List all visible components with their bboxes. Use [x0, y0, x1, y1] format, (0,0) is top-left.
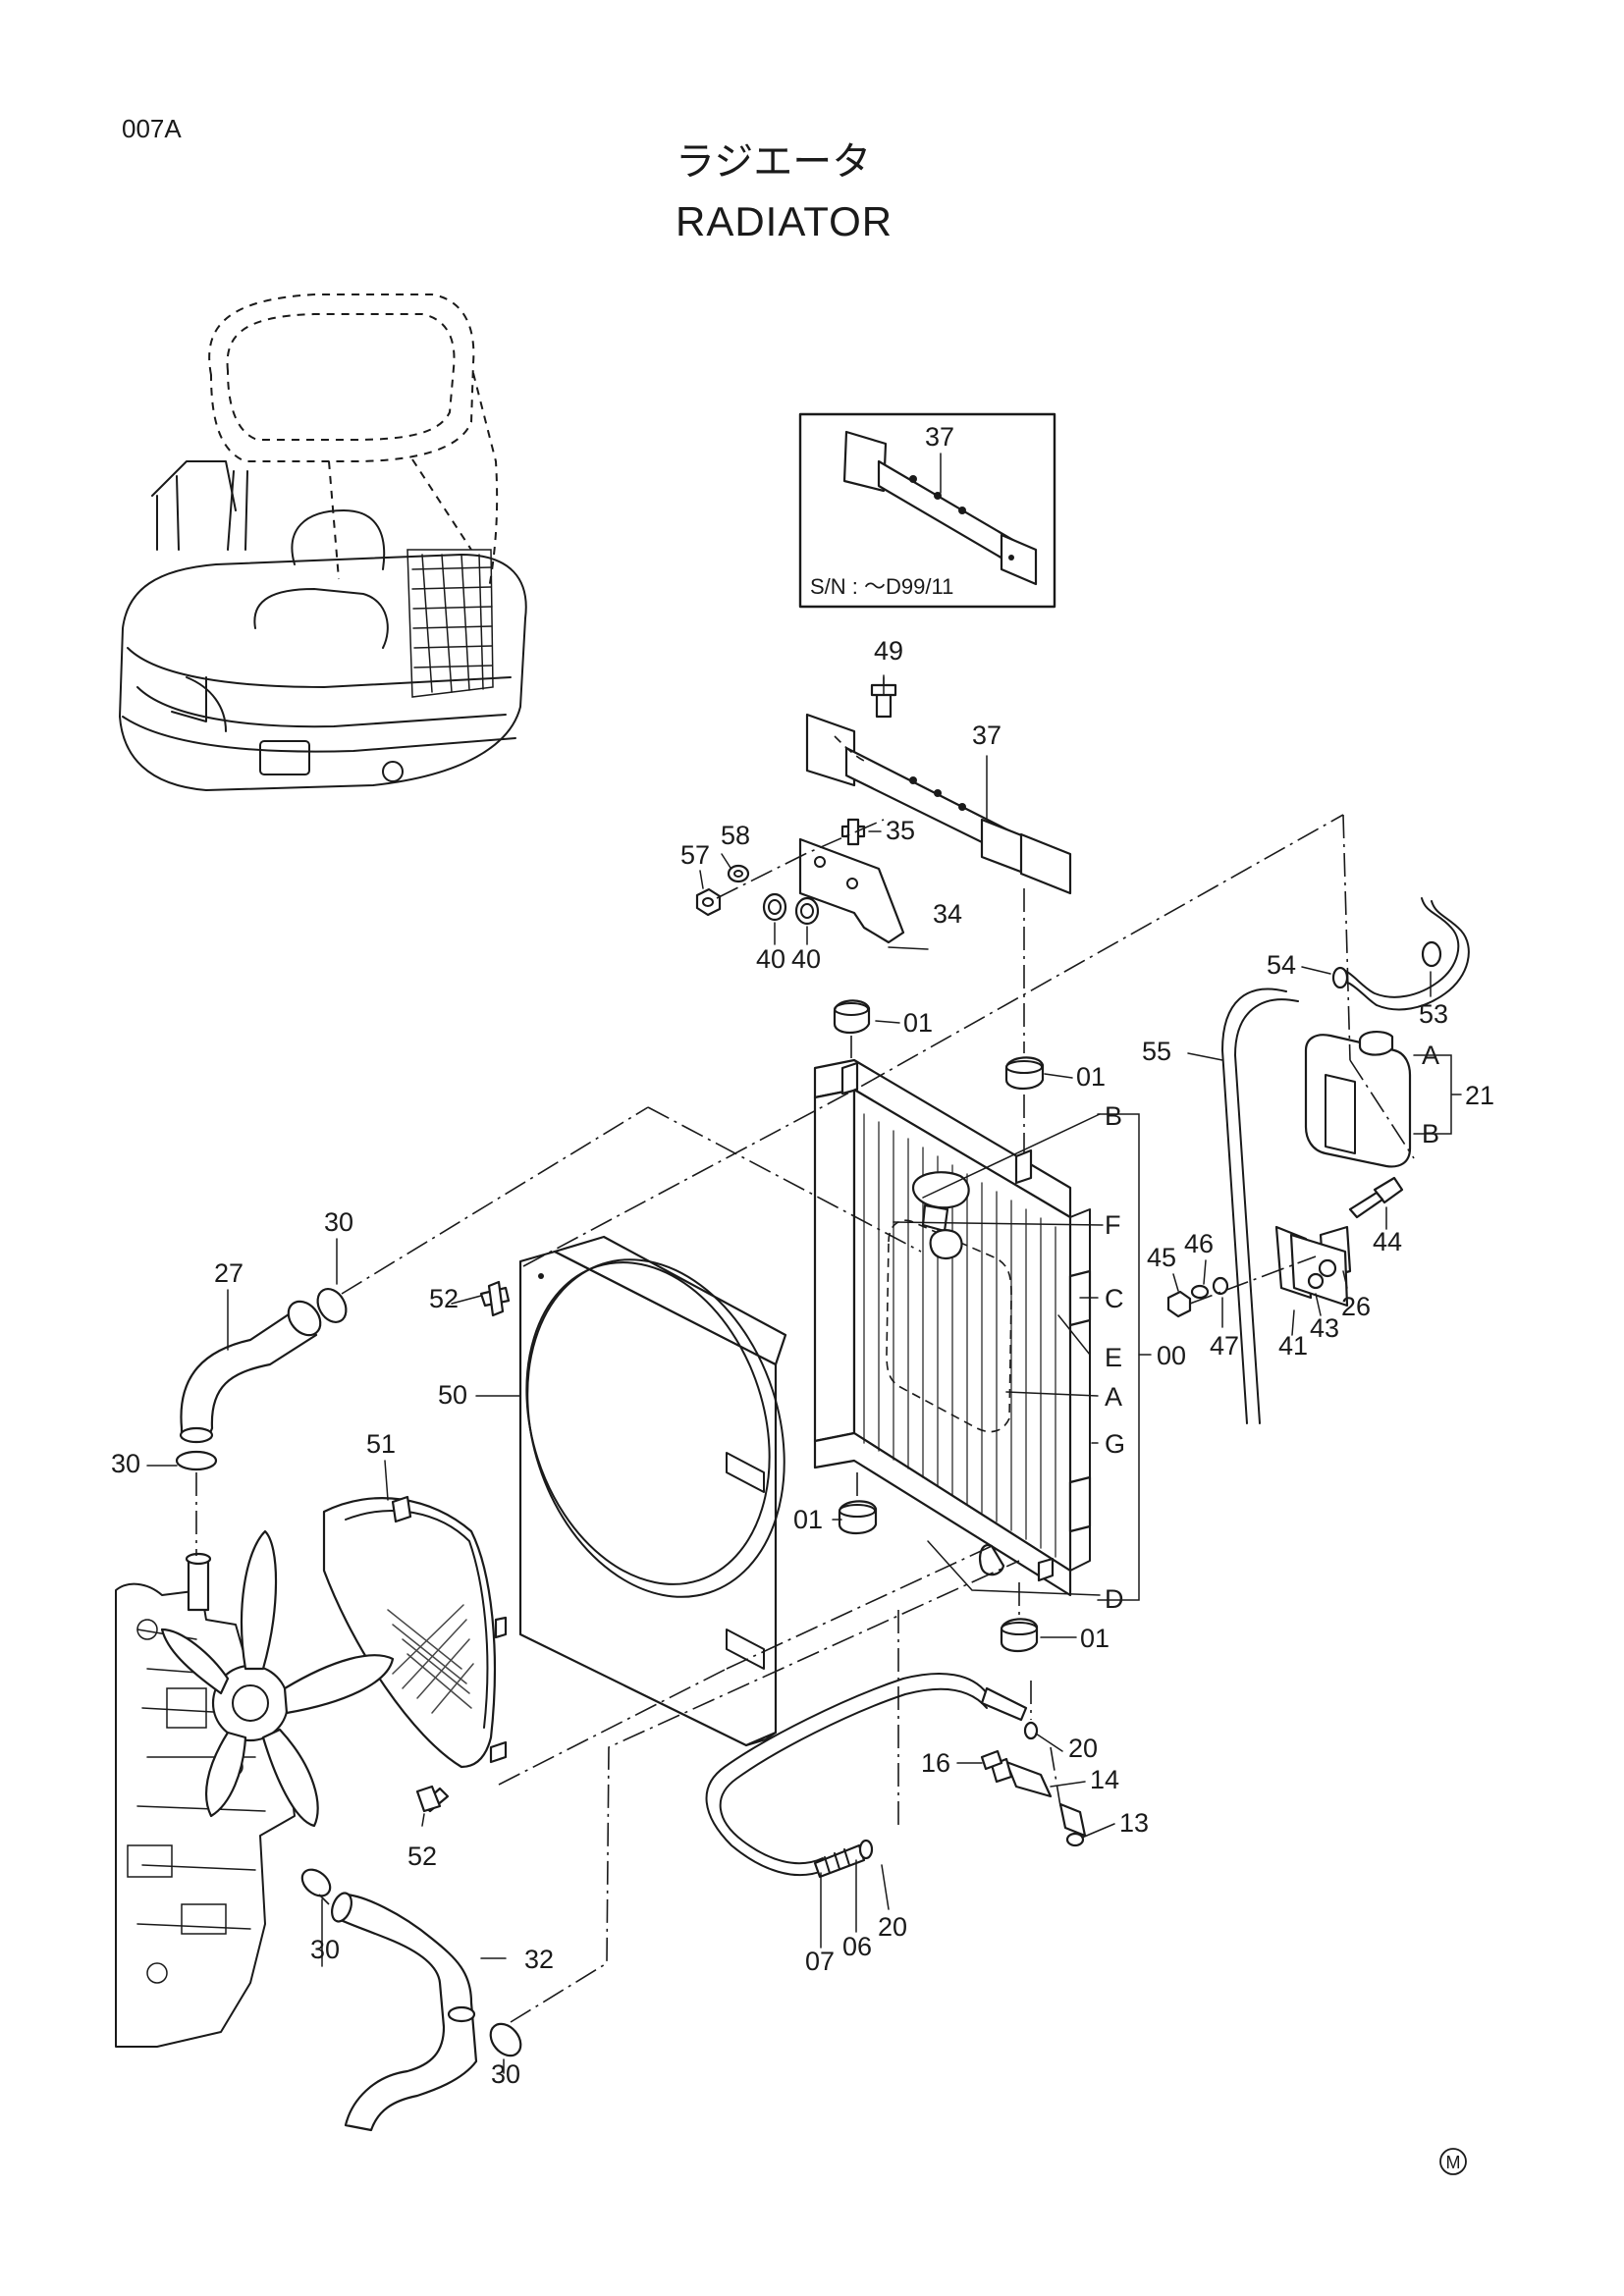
letter-B: B [1105, 1101, 1122, 1131]
stay-brackets-group [1166, 1176, 1404, 1336]
label-30-upper: 30 [324, 1207, 353, 1237]
letter-tank-A: A [1422, 1041, 1439, 1070]
label-58: 58 [721, 821, 750, 850]
label-43: 43 [1310, 1313, 1339, 1343]
label-57: 57 [680, 840, 710, 870]
mounting-bracket-group [695, 674, 1072, 950]
inset-serial-note: S/N : ～D99/11 [810, 574, 953, 599]
label-26: 26 [1341, 1292, 1371, 1321]
label-01-top-right: 01 [1076, 1062, 1106, 1092]
label-16: 16 [921, 1748, 950, 1778]
label-41: 41 [1278, 1331, 1308, 1361]
title-japanese: ラジエータ [676, 140, 871, 184]
label-07: 07 [805, 1947, 835, 1976]
label-52-lower: 52 [407, 1842, 437, 1871]
label-52-upper: 52 [429, 1284, 459, 1313]
label-47: 47 [1210, 1331, 1239, 1361]
label-54: 54 [1267, 950, 1296, 980]
letter-D: D [1105, 1584, 1124, 1614]
label-55: 55 [1142, 1037, 1171, 1066]
label-37: 37 [972, 721, 1001, 750]
letter-F: F [1105, 1210, 1121, 1240]
label-53: 53 [1419, 999, 1448, 1029]
fan-guard-51 [322, 1495, 508, 1769]
label-30-lower: 30 [310, 1935, 340, 1964]
label-13: 13 [1119, 1808, 1149, 1838]
reservoir-tank-group [1221, 814, 1470, 1424]
label-50: 50 [438, 1380, 467, 1410]
letter-C: C [1105, 1284, 1124, 1313]
label-40-a: 40 [756, 944, 785, 974]
excavator-overview-illustration [119, 294, 527, 791]
inset-part-37: 37 [925, 422, 954, 452]
label-01-top-left: 01 [903, 1008, 933, 1038]
letter-G: G [1105, 1429, 1125, 1459]
upper-hose-27 [179, 1300, 322, 1444]
label-46: 46 [1184, 1229, 1214, 1258]
rubber-mounts-01 [833, 888, 1045, 1653]
letter-A: A [1105, 1382, 1122, 1412]
label-35: 35 [886, 816, 915, 845]
page-code: 007A [122, 114, 182, 143]
assembly-key-bracket [893, 1054, 1462, 1601]
label-20-upper: 20 [1068, 1734, 1098, 1763]
label-30-left: 30 [111, 1449, 140, 1478]
corner-mark-letter: M [1446, 2153, 1461, 2172]
corner-circled-mark: M [1439, 2148, 1467, 2175]
letter-E: E [1105, 1343, 1122, 1372]
label-40-b: 40 [791, 944, 821, 974]
label-45: 45 [1147, 1243, 1176, 1272]
part-labels: 49 37 35 58 57 34 40 40 01 01 01 01 54 5… [111, 636, 1494, 2089]
engine-with-fan-illustration [115, 1529, 395, 2048]
title-english: RADIATOR [676, 198, 893, 244]
label-32: 32 [524, 1945, 554, 1974]
label-01-bottom-right: 01 [1080, 1624, 1110, 1653]
label-20-lower: 20 [878, 1912, 907, 1942]
hose-clamps-30 [175, 1288, 522, 2057]
letter-labels: B F C E A G D A B [1105, 1041, 1439, 1614]
assembly-guide-lines [195, 814, 1344, 2023]
label-14: 14 [1090, 1765, 1119, 1794]
label-34: 34 [933, 899, 962, 929]
label-01-bottom-left: 01 [793, 1505, 823, 1534]
label-27: 27 [214, 1258, 244, 1288]
lower-hose-32 [331, 1892, 478, 2132]
label-30-bottom: 30 [491, 2059, 520, 2089]
label-leader-lines [146, 853, 1432, 2074]
bolts-52 [415, 1280, 511, 1827]
inset-serial-variant: 37 S/N : ～D99/11 [798, 412, 1056, 609]
label-44: 44 [1373, 1227, 1402, 1256]
label-06: 06 [842, 1932, 872, 1961]
radiator-core-assembly [813, 1058, 1092, 1597]
label-21: 21 [1465, 1081, 1494, 1110]
label-00: 00 [1157, 1341, 1186, 1370]
letter-tank-B: B [1422, 1119, 1439, 1148]
fan-shroud-50 [518, 1235, 787, 1747]
label-49: 49 [874, 636, 903, 666]
label-51: 51 [366, 1429, 396, 1459]
